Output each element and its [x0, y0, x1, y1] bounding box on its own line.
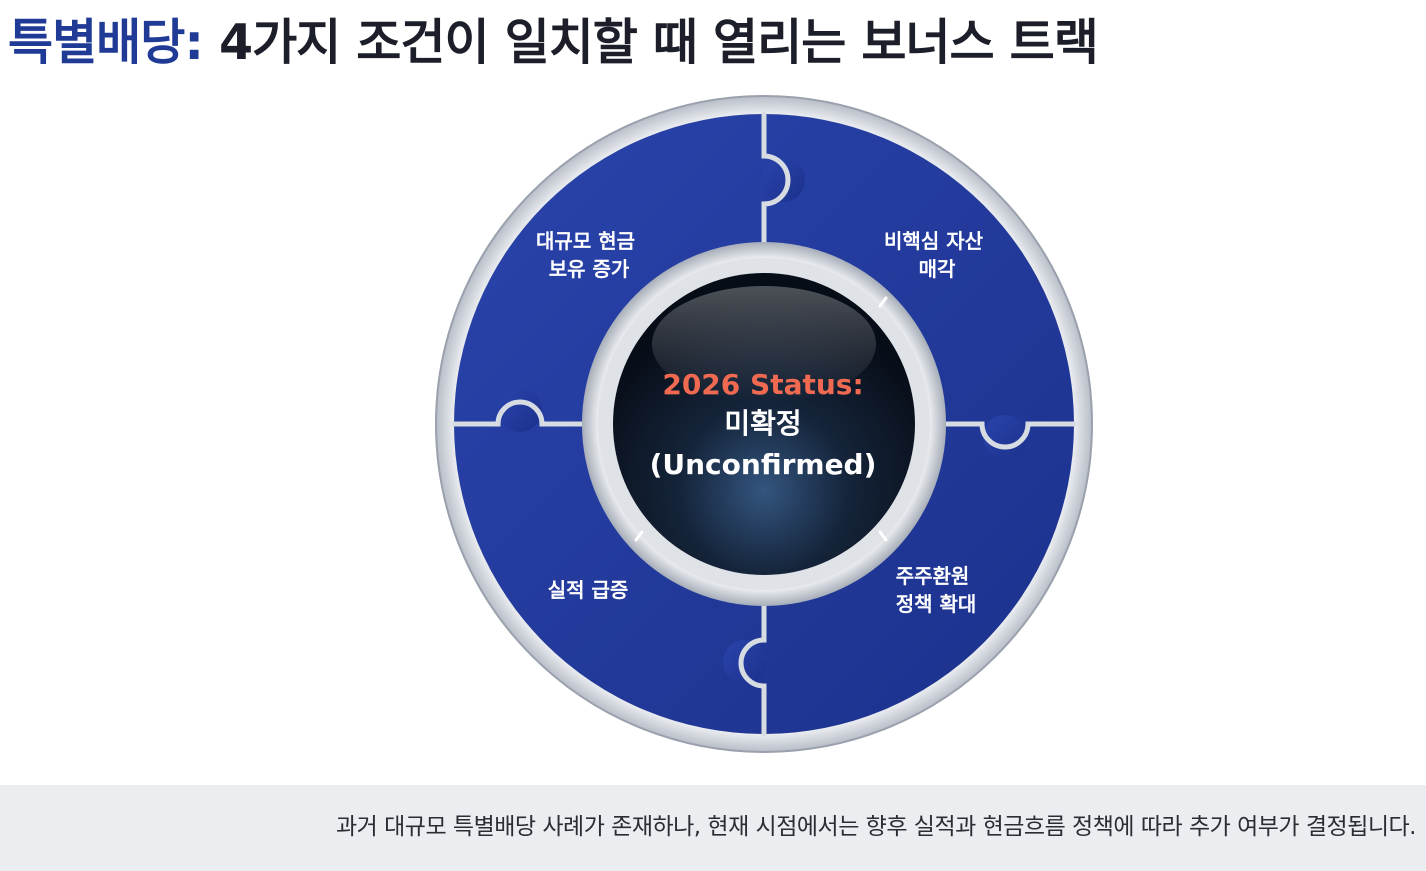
center-sublabel: (Unconfirmed) [650, 448, 877, 481]
puzzle-tab-left [498, 388, 542, 432]
puzzle-tab-right [983, 415, 1027, 459]
piece-seams [451, 111, 1077, 737]
footer-note: 과거 대규모 특별배당 사례가 존재하나, 현재 시점에서는 향후 실적과 현금… [336, 814, 1417, 840]
title-rest: 4가지 조건이 일치할 때 열리는 보너스 트랙 [202, 14, 1099, 71]
piece-label-earnings-surge: 실적 급증 [548, 578, 629, 602]
puzzle-tab-bottom [723, 640, 767, 684]
outer-ring-edge [435, 95, 1093, 753]
piece-label-cash-holdings: 대규모 현금 보유 증가 [536, 229, 642, 281]
puzzle-tab-top [761, 158, 805, 202]
piece-label-asset-sale: 비핵심 자산 매각 [884, 229, 990, 281]
page-title: 특별배당: 4가지 조건이 일치할 때 열리는 보너스 트랙 [8, 10, 1099, 76]
center-status: 2026 Status: [662, 368, 863, 401]
center-label: 미확정 [724, 407, 801, 440]
center-gloss [652, 286, 876, 402]
piece-label-shareholder-return: 주주환원 정책 확대 [896, 564, 977, 616]
title-accent: 특별배당: [8, 14, 204, 71]
hub-notches [634, 296, 888, 542]
footer-bar: 과거 대규모 특별배당 사례가 존재하나, 현재 시점에서는 향후 실적과 현금… [0, 785, 1426, 871]
